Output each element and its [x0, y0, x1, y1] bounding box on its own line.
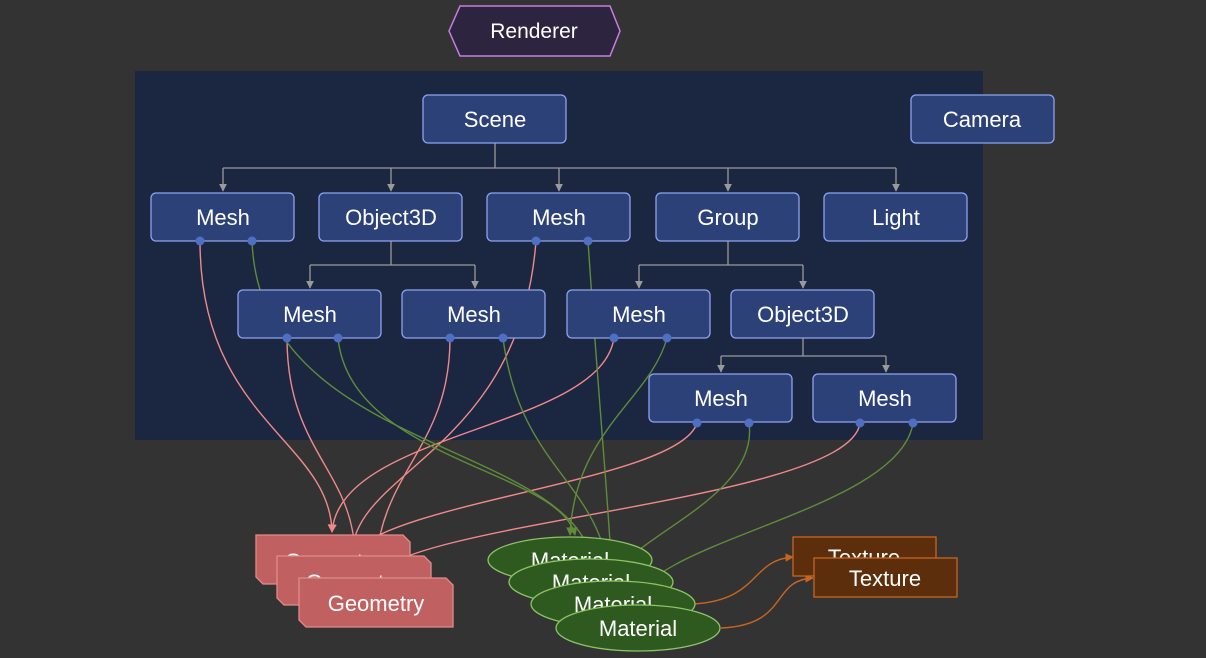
l2-mesh-node[interactable]: Mesh: [401, 289, 546, 339]
node-label: Mesh: [196, 205, 250, 230]
mesh-ports: [195, 236, 918, 428]
material-port: [744, 418, 754, 428]
geometry-ref: [199, 240, 337, 533]
node-label: Light: [872, 205, 920, 230]
l2-object3d-node[interactable]: Object3D: [730, 289, 875, 339]
material-label: Material: [599, 616, 677, 641]
camera-node[interactable]: Camera: [910, 94, 1055, 144]
node-label: Group: [697, 205, 758, 230]
texture-node[interactable]: Texture: [813, 557, 958, 598]
scene-node[interactable]: Scene: [422, 94, 567, 144]
l2-mesh-node[interactable]: Mesh: [566, 289, 711, 339]
l1-group-node[interactable]: Group: [655, 192, 800, 242]
l2-mesh-node[interactable]: Mesh: [237, 289, 382, 339]
geometry-node[interactable]: Geometry: [298, 577, 454, 628]
geometry-label: Geometry: [328, 591, 425, 616]
node-label: Mesh: [612, 302, 666, 327]
texture-ref: [693, 553, 794, 605]
geometry-port: [445, 333, 455, 343]
camera-label: Camera: [943, 107, 1022, 132]
l3-mesh-node[interactable]: Mesh: [812, 373, 957, 423]
l3-mesh-node[interactable]: Mesh: [648, 373, 793, 423]
edge-group-children: [639, 241, 803, 266]
geometry-port: [195, 236, 205, 246]
material-node[interactable]: Material: [555, 604, 721, 652]
material-port: [583, 236, 593, 246]
edge-object3d-children: [310, 241, 475, 266]
l1-object3d-node[interactable]: Object3D: [318, 192, 463, 242]
l1-mesh-node[interactable]: Mesh: [486, 192, 631, 242]
material-ref: [566, 337, 668, 536]
geometry-ref: [328, 337, 615, 533]
renderer-label: Renderer: [490, 20, 578, 43]
material-port: [908, 418, 918, 428]
geometry-port: [855, 418, 865, 428]
texture-ref: [720, 574, 814, 629]
material-ref: [337, 337, 578, 536]
geometry-port: [531, 236, 541, 246]
geometry-ref: [374, 422, 861, 576]
geometry-port: [692, 418, 702, 428]
tree-edges: [219, 143, 900, 373]
texture-label: Texture: [849, 566, 921, 591]
material-port: [662, 333, 672, 343]
geometry-port: [282, 333, 292, 343]
geometry-ref: [351, 422, 698, 554]
renderer-node[interactable]: Renderer: [448, 5, 621, 57]
l1-mesh-node[interactable]: Mesh: [150, 192, 295, 242]
texture-references: [693, 553, 814, 629]
node-label: Object3D: [757, 302, 849, 327]
l1-light-node[interactable]: Light: [823, 192, 968, 242]
material-port: [498, 333, 508, 343]
geometry-port: [609, 333, 619, 343]
scene-label: Scene: [464, 107, 526, 132]
material-port: [247, 236, 257, 246]
edge-object3d-2-children: [721, 338, 886, 357]
node-label: Mesh: [447, 302, 501, 327]
material-port: [333, 333, 343, 343]
node-label: Mesh: [283, 302, 337, 327]
node-label: Mesh: [694, 386, 748, 411]
node-label: Object3D: [345, 205, 437, 230]
geometry-ref: [286, 337, 359, 554]
node-label: Mesh: [532, 205, 586, 230]
node-label: Mesh: [858, 386, 912, 411]
